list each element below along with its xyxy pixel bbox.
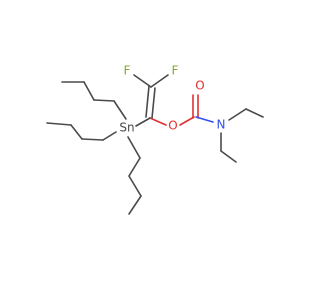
bond-n-ethyl1-b [245, 108, 264, 118]
atom-fluorine-left: F [124, 64, 131, 78]
bond-butyl2-4 [46, 122, 72, 126]
bond-n-ethyl2-b [220, 150, 237, 163]
bond-butyl2-2 [81, 138, 104, 141]
structure-diagram: F F O O N Sn [46, 64, 264, 215]
bond-butyl1-3 [83, 81, 95, 101]
bond-butyl3-1 [127, 136, 141, 159]
molecule-svg: F F O O N Sn [46, 64, 264, 215]
bond-o-ccarbonyl [179, 116, 195, 126]
bond-butyl2-1 [102, 131, 117, 141]
bond-butyl3-3 [128, 175, 142, 197]
atom-oxygen-carbonyl: O [195, 79, 204, 93]
atom-fluorine-right: F [172, 64, 179, 78]
bond-butyl3-4 [128, 195, 142, 215]
bond-c2-f-right [150, 74, 169, 88]
bond-butyl3-2 [128, 157, 141, 177]
atom-nitrogen: N [217, 118, 226, 132]
bond-butyl2-3 [70, 124, 83, 140]
bond-c1-c2-double-b [151, 87, 156, 119]
bond-n-ethyl1-a [228, 108, 247, 121]
bond-butyl1-2 [93, 99, 115, 102]
bond-c1-o [149, 117, 167, 126]
bond-c2-f-left [133, 74, 152, 88]
atom-tin: Sn [119, 121, 134, 135]
bond-c1-c2-double-a [145, 85, 150, 118]
atom-oxygen-ester: O [168, 119, 177, 133]
bond-c-n [195, 116, 214, 123]
bond-c1-sn [135, 117, 151, 127]
bond-butyl1-1 [113, 100, 127, 120]
